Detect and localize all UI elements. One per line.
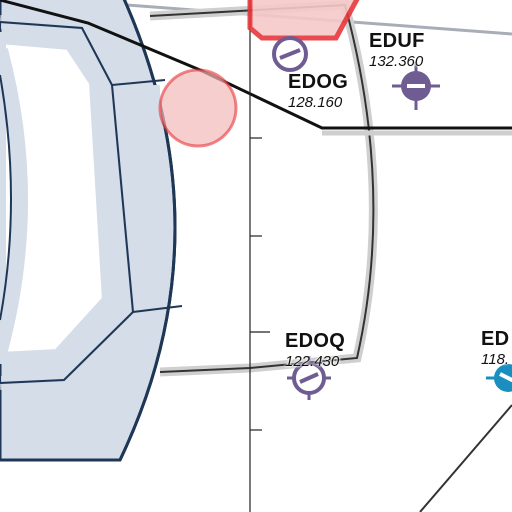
airfield-frequency: 122.430 bbox=[285, 353, 340, 370]
airfield-label-edo-partial[interactable]: ED 118. bbox=[481, 328, 509, 368]
restricted-circle[interactable] bbox=[158, 68, 238, 148]
airfield-label-edog[interactable]: EDOG 128.160 bbox=[288, 71, 348, 111]
restricted-area[interactable] bbox=[247, 0, 362, 41]
airfield-frequency: 128.160 bbox=[288, 94, 343, 111]
airfield-label-eduf[interactable]: EDUF 132.360 bbox=[369, 30, 425, 70]
route-line-southeast bbox=[419, 404, 512, 512]
airfield-icon-edo-partial[interactable] bbox=[486, 364, 512, 392]
scale-line bbox=[249, 0, 270, 512]
airfield-frequency: 132.360 bbox=[369, 53, 424, 70]
airfield-name: EDUF bbox=[369, 30, 425, 52]
airfield-frequency: 118. bbox=[481, 351, 510, 368]
airfield-name: EDOG bbox=[288, 71, 349, 93]
airspace-sector-outline bbox=[149, 3, 375, 373]
airfield-icon-eduf[interactable] bbox=[392, 62, 440, 110]
airfield-icon-edog[interactable] bbox=[272, 36, 308, 72]
airfield-icon-edoq[interactable] bbox=[287, 356, 331, 400]
airspace-sector-halo bbox=[149, 0, 378, 377]
airfield-label-edoq[interactable]: EDOQ 122.430 bbox=[285, 330, 345, 370]
airfield-name: ED bbox=[481, 328, 510, 350]
controlled-airspace bbox=[0, 0, 183, 462]
airfield-name: EDOQ bbox=[285, 330, 346, 352]
